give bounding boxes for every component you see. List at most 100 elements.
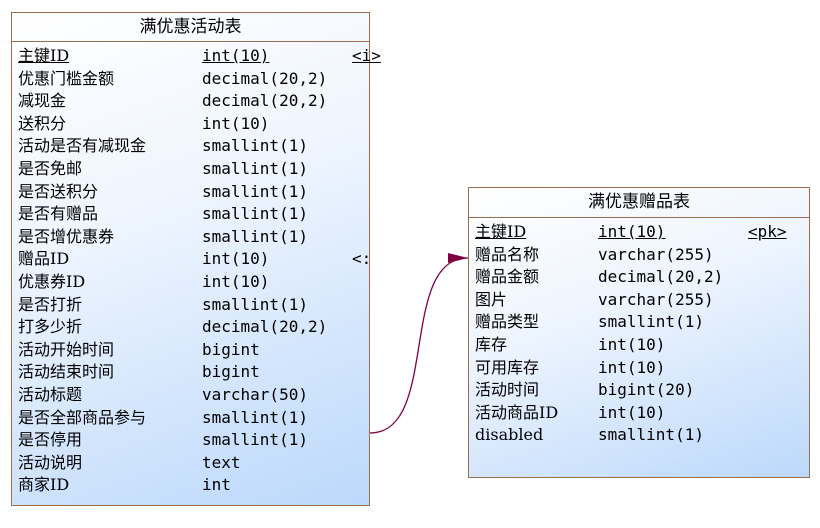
column-row[interactable]: 赠品名称 varchar(255): [469, 244, 809, 267]
column-row[interactable]: 是否免邮 smallint(1): [12, 158, 369, 181]
column-type: decimal(20,2): [202, 317, 328, 337]
column-type: bigint(20): [598, 380, 695, 400]
column-row[interactable]: 减现金 decimal(20,2): [12, 90, 369, 113]
column-row[interactable]: 是否送积分 smallint(1): [12, 181, 369, 204]
column-name: 是否增优惠券: [18, 226, 115, 246]
column-name: 主键ID: [475, 222, 527, 241]
column-name: 活动商品ID: [475, 402, 559, 422]
column-row[interactable]: 送积分 int(10): [12, 113, 369, 136]
column-name: 活动标题: [18, 384, 83, 404]
column-row[interactable]: 打多少折 decimal(20,2): [12, 316, 369, 339]
column-name: 赠品类型: [475, 312, 540, 332]
column-row[interactable]: 赠品类型 smallint(1): [469, 311, 809, 334]
column-name: 是否免邮: [18, 158, 83, 178]
column-row[interactable]: 活动说明 text: [12, 452, 369, 475]
column-row[interactable]: 活动标题 varchar(50): [12, 384, 369, 407]
column-row[interactable]: 赠品ID int(10) <:: [12, 248, 372, 271]
column-name: 图片: [475, 289, 508, 309]
column-type: int(10): [598, 334, 666, 354]
column-row[interactable]: 库存 int(10): [469, 334, 809, 357]
column-type: smallint(1): [202, 204, 308, 224]
column-key-marker: <i>: [352, 46, 381, 65]
column-type: decimal(20,2): [202, 68, 328, 88]
column-name: 减现金: [18, 91, 67, 111]
column-type: varchar(255): [598, 244, 714, 264]
entity-full-discount-activity[interactable]: 满优惠活动表 主键ID int(10) <i> 优惠门槛金额 decimal(20,2)…: [11, 12, 381, 506]
column-type: smallint(1): [202, 181, 308, 201]
column-row[interactable]: 赠品金额 decimal(20,2): [469, 266, 809, 289]
column-type: smallint(1): [202, 226, 308, 246]
column-name: 送积分: [18, 113, 67, 133]
column-name: 优惠门槛金额: [18, 68, 115, 88]
column-row[interactable]: 活动商品ID int(10): [469, 402, 809, 425]
connector-line: [369, 257, 469, 434]
column-type: varchar(255): [598, 289, 714, 309]
column-name: 商家ID: [18, 475, 70, 495]
column-type: text: [202, 452, 241, 472]
column-name: 打多少折: [18, 317, 83, 337]
column-type: int(10): [202, 113, 270, 133]
column-row[interactable]: 是否全部商品参与 smallint(1): [12, 407, 369, 430]
column-row[interactable]: 活动是否有减现金 smallint(1): [12, 135, 369, 158]
column-key-marker: <pk>: [748, 222, 787, 241]
column-name: 是否停用: [18, 430, 83, 450]
column-row[interactable]: 活动时间 bigint(20): [469, 379, 809, 402]
column-row[interactable]: 优惠门槛金额 decimal(20,2): [12, 68, 369, 91]
column-type: smallint(1): [598, 312, 704, 332]
column-row[interactable]: 优惠券ID int(10): [12, 271, 369, 294]
column-row[interactable]: 是否停用 smallint(1): [12, 429, 369, 452]
column-name: 可用库存: [475, 357, 540, 377]
column-type: int: [202, 475, 231, 495]
column-name: 活动结束时间: [18, 362, 115, 382]
column-name: 是否送积分: [18, 181, 99, 201]
column-type: int(10): [598, 402, 666, 422]
column-type: varchar(50): [202, 384, 308, 404]
column-type: smallint(1): [202, 430, 308, 450]
column-row[interactable]: 是否打折 smallint(1): [12, 294, 369, 317]
column-type: int(10): [598, 222, 666, 241]
column-name: 活动时间: [475, 380, 540, 400]
column-type: bigint: [202, 362, 260, 382]
column-name: 主键ID: [18, 46, 70, 65]
column-type: decimal(20,2): [598, 267, 724, 287]
column-row[interactable]: 图片 varchar(255): [469, 289, 809, 312]
column-type: int(10): [202, 46, 270, 65]
column-row[interactable]: 是否有赠品 smallint(1): [12, 203, 369, 226]
column-type: decimal(20,2): [202, 91, 328, 111]
column-name: 优惠券ID: [18, 271, 86, 291]
column-type: int(10): [598, 357, 666, 377]
connector-arrowhead: [448, 253, 468, 263]
column-row[interactable]: 是否增优惠券 smallint(1): [12, 226, 369, 249]
column-type: smallint(1): [202, 407, 308, 427]
column-name: 赠品名称: [475, 244, 540, 264]
column-type: smallint(1): [598, 425, 704, 445]
column-name: 活动说明: [18, 452, 83, 472]
column-name: 是否全部商品参与: [18, 407, 147, 427]
column-key-marker: <:: [352, 249, 372, 269]
column-name: 库存: [475, 334, 508, 354]
entity-title: 满优惠赠品表: [469, 188, 809, 218]
column-row[interactable]: 主键ID int(10) <pk>: [469, 221, 809, 244]
column-name: 活动开始时间: [18, 339, 115, 359]
column-name: disabled: [475, 425, 544, 445]
column-row[interactable]: 活动结束时间 bigint: [12, 361, 369, 384]
column-name: 赠品ID: [18, 249, 70, 269]
column-row[interactable]: 可用库存 int(10): [469, 357, 809, 380]
entity-title: 满优惠活动表: [12, 13, 369, 42]
column-type: smallint(1): [202, 158, 308, 178]
column-name: 是否有赠品: [18, 204, 99, 224]
column-row[interactable]: 主键ID int(10) <i>: [12, 45, 381, 68]
column-row[interactable]: 商家ID int: [12, 474, 369, 497]
column-name: 是否打折: [18, 294, 83, 314]
entity-columns: 主键ID int(10) <i> 优惠门槛金额 decimal(20,2) 减现金 deci…: [12, 42, 381, 497]
column-type: smallint(1): [202, 136, 308, 156]
column-type: smallint(1): [202, 294, 308, 314]
column-name: 活动是否有减现金: [18, 136, 147, 156]
column-name: 赠品金额: [475, 267, 540, 287]
column-type: int(10): [202, 271, 270, 291]
column-type: int(10): [202, 249, 270, 269]
column-row[interactable]: disabled smallint(1): [469, 424, 809, 447]
